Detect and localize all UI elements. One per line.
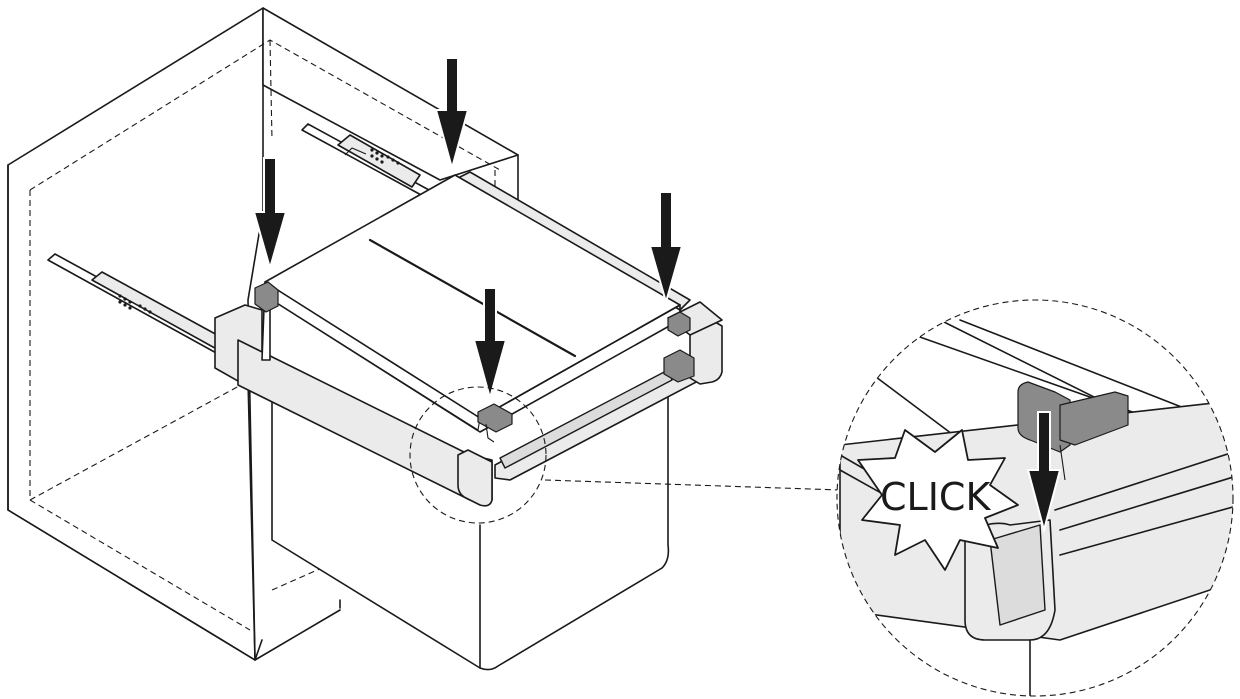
drawer-frame (214, 171, 723, 671)
detail-marker-circle (409, 386, 841, 524)
down-arrow-left (252, 157, 288, 272)
down-arrow-right (648, 191, 684, 306)
corner-clip-front (477, 403, 513, 443)
click-label: CLICK (880, 475, 991, 519)
zoom-detail (836, 299, 1234, 697)
corner-clip-left (254, 281, 279, 313)
click-callout: CLICK (857, 429, 1019, 571)
down-arrow-top (434, 57, 470, 172)
down-arrow-front (472, 287, 508, 402)
corner-clip-right (663, 311, 695, 383)
